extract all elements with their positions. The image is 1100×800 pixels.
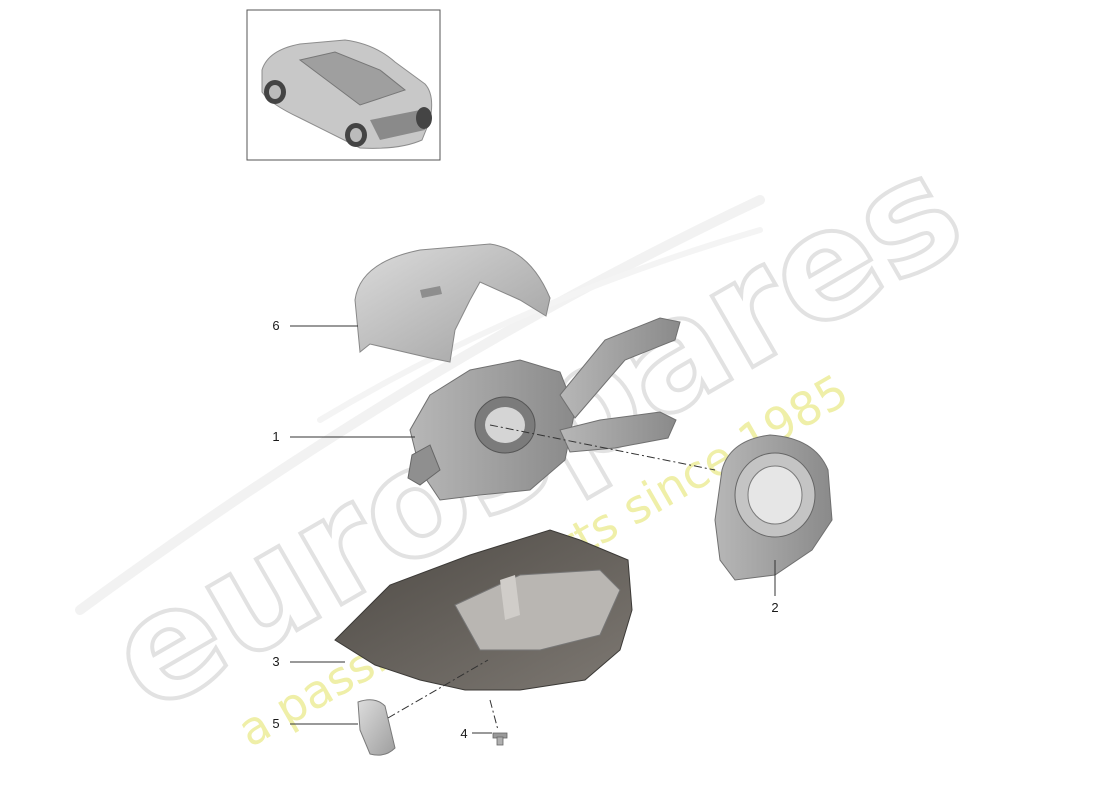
car-rear-view-icon — [261, 39, 433, 149]
callout-4: 4 — [460, 726, 468, 741]
leader-lines — [290, 325, 776, 734]
callout-1: 1 — [272, 429, 280, 444]
callout-5: 5 — [272, 716, 280, 731]
alignment-lines — [387, 424, 716, 731]
screw — [492, 732, 508, 746]
steering-column-switch — [407, 317, 681, 501]
upper-trim-cover — [354, 243, 551, 363]
callout-3: 3 — [272, 654, 280, 669]
lower-trim-cover — [334, 529, 633, 691]
clock-spring-coil — [714, 434, 833, 581]
callout-6: 6 — [272, 318, 280, 333]
cap — [357, 699, 396, 756]
callout-2: 2 — [771, 600, 779, 615]
